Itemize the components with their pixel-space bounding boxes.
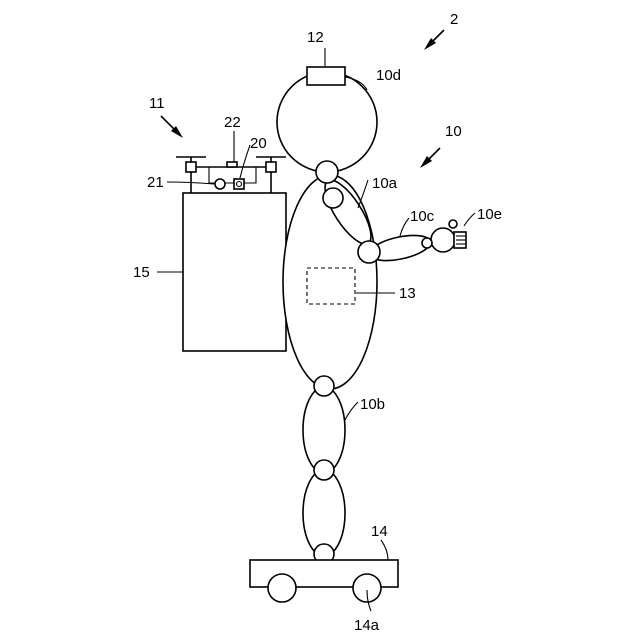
wrist-joint bbox=[422, 238, 432, 248]
leader-10b bbox=[345, 402, 358, 420]
label-22: 22 bbox=[224, 114, 241, 131]
rotor-right-motor bbox=[266, 162, 276, 172]
drone-top-unit bbox=[227, 162, 237, 167]
leader-20 bbox=[240, 145, 250, 178]
head bbox=[277, 72, 377, 172]
shoulder-joint bbox=[323, 188, 343, 208]
neck-joint bbox=[316, 161, 338, 183]
label-12: 12 bbox=[307, 29, 324, 46]
label-13: 13 bbox=[399, 285, 416, 302]
label-14a: 14a bbox=[354, 617, 380, 634]
container-box bbox=[183, 193, 286, 351]
label-11: 11 bbox=[149, 95, 165, 112]
leader-10e bbox=[464, 213, 475, 226]
knee-joint bbox=[314, 460, 334, 480]
arrow-2 bbox=[424, 30, 444, 50]
label-14: 14 bbox=[371, 523, 388, 540]
label-10e: 10e bbox=[477, 206, 502, 223]
label-15: 15 bbox=[133, 264, 150, 281]
leader-10c bbox=[400, 218, 409, 236]
leader-10a bbox=[358, 180, 368, 208]
drone-sensor bbox=[215, 179, 225, 189]
label-20: 20 bbox=[250, 135, 267, 152]
elbow-joint bbox=[358, 241, 380, 263]
label-10c: 10c bbox=[410, 208, 435, 225]
head-sensor bbox=[307, 67, 345, 85]
lower-leg bbox=[303, 470, 345, 556]
hip-joint bbox=[314, 376, 334, 396]
label-10d: 10d bbox=[376, 67, 401, 84]
hand bbox=[431, 228, 455, 252]
label-10b: 10b bbox=[360, 396, 385, 413]
label-2: 2 bbox=[450, 11, 458, 28]
arrow-11 bbox=[161, 116, 183, 138]
label-10a: 10a bbox=[372, 175, 398, 192]
arrow-10 bbox=[420, 148, 440, 168]
leader-14 bbox=[381, 540, 388, 560]
rotor-left-motor bbox=[186, 162, 196, 172]
wheel-left bbox=[268, 574, 296, 602]
drone bbox=[176, 157, 286, 193]
label-21: 21 bbox=[147, 174, 164, 191]
drone-camera bbox=[234, 179, 244, 189]
label-10: 10 bbox=[445, 123, 462, 140]
hand-sensor bbox=[449, 220, 457, 228]
